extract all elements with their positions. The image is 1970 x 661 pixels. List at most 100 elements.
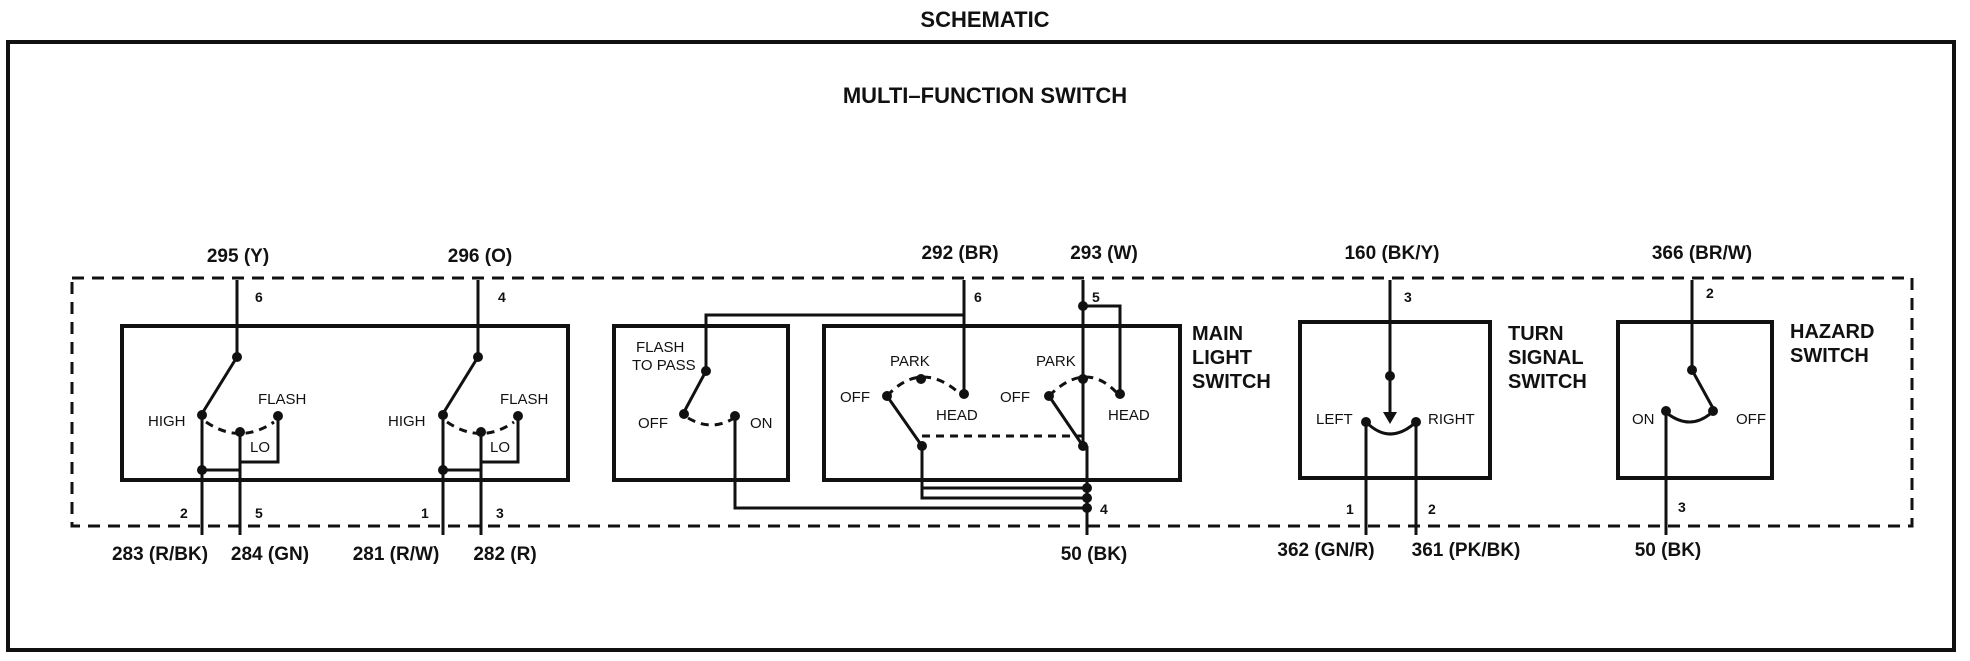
wire-flash-to-pass-feed xyxy=(704,313,964,371)
splice-dot xyxy=(1082,483,1092,493)
turn-signal-title-2: SIGNAL xyxy=(1508,347,1584,369)
switch-arc xyxy=(687,416,735,427)
pin-6b: 6 xyxy=(974,289,982,305)
main-light-switch: MAIN LIGHT SWITCH 292 (BR) 293 (W) 6 5 P… xyxy=(822,243,1271,565)
switch-arc xyxy=(446,420,515,435)
switch-arc xyxy=(205,420,275,435)
pin-2c: 2 xyxy=(1428,501,1436,517)
splice-dot xyxy=(1078,301,1088,311)
turn-signal-box xyxy=(1298,320,1492,480)
wire-label-283: 283 (R/BK) xyxy=(112,544,208,565)
label-park-1: PARK xyxy=(890,353,930,370)
wire-293 xyxy=(1081,280,1122,394)
switch-blade xyxy=(682,370,708,413)
main-light-title-3: SWITCH xyxy=(1192,371,1271,393)
switch-blade xyxy=(442,356,480,413)
wire-on-to-ground xyxy=(733,416,1087,510)
switch-arc xyxy=(885,375,959,398)
pin-1c: 1 xyxy=(1346,501,1354,517)
turn-signal-switch: TURN SIGNAL SWITCH 160 (BK/Y) 3 LEFT RIG… xyxy=(1277,243,1586,561)
pin-2a: 2 xyxy=(180,505,188,521)
diagram-title: SCHEMATIC xyxy=(920,7,1049,32)
pin-4b: 4 xyxy=(1100,501,1108,517)
switch-blade xyxy=(1047,395,1085,447)
label-flash-right: FLASH xyxy=(500,391,548,408)
main-light-box xyxy=(822,324,1182,482)
label-left: LEFT xyxy=(1316,411,1353,428)
pin-3d: 3 xyxy=(1678,499,1686,515)
terminal-off xyxy=(1708,406,1718,416)
label-flash-to-pass-2: TO PASS xyxy=(632,357,696,374)
wire-label-282: 282 (R) xyxy=(473,544,536,565)
splice-dot xyxy=(438,465,448,475)
label-lo-right: LO xyxy=(490,439,510,456)
terminal-head-2 xyxy=(1115,389,1125,399)
terminal-off xyxy=(679,409,689,419)
hazard-box xyxy=(1616,320,1774,480)
wire-label-292: 292 (BR) xyxy=(921,243,998,264)
outer-frame xyxy=(6,40,1956,652)
wire-label-296: 296 (O) xyxy=(448,246,512,267)
pin-3c: 3 xyxy=(1404,289,1412,305)
main-light-title-2: LIGHT xyxy=(1192,347,1252,369)
wire-label-281: 281 (R/W) xyxy=(353,544,440,565)
wire-label-295: 295 (Y) xyxy=(207,246,269,267)
flash-to-pass-box xyxy=(612,324,790,482)
label-lo-left: LO xyxy=(250,439,270,456)
flash-to-pass-switch: FLASH TO PASS OFF ON xyxy=(612,313,1087,510)
switch-arc xyxy=(1667,412,1711,424)
label-high-left: HIGH xyxy=(148,413,186,430)
label-hazard-off: OFF xyxy=(1736,411,1766,428)
label-flash-left: FLASH xyxy=(258,391,306,408)
splice-dot xyxy=(197,465,207,475)
hazard-switch: HAZARD SWITCH 366 (BR/W) 2 OFF ON 3 50 (… xyxy=(1616,243,1874,561)
dimmer-switch-right: 296 (O) 4 HIGH FLASH LO 1 3 281 (R/W) 28… xyxy=(353,246,549,565)
switch-blade xyxy=(1690,369,1716,411)
wire-label-160: 160 (BK/Y) xyxy=(1344,243,1439,264)
turn-signal-title-1: TURN xyxy=(1508,323,1564,345)
pin-5a: 5 xyxy=(255,505,263,521)
main-light-title-1: MAIN xyxy=(1192,323,1243,345)
label-flash-to-pass-1: FLASH xyxy=(636,339,684,356)
switch-arc xyxy=(1364,420,1418,436)
wire-label-361: 361 (PK/BK) xyxy=(1412,540,1521,561)
splice-dot xyxy=(1082,493,1092,503)
dimmer-left-box xyxy=(120,324,570,482)
ground-bus-2 xyxy=(920,470,1087,500)
arrow-head xyxy=(1383,412,1397,424)
label-off: OFF xyxy=(638,415,668,432)
switch-blade xyxy=(201,356,239,413)
terminal-head-1 xyxy=(959,389,969,399)
splice-dot xyxy=(1082,503,1092,513)
label-head-2: HEAD xyxy=(1108,407,1150,424)
switch-blade xyxy=(885,395,924,447)
pin-1a: 1 xyxy=(421,505,429,521)
label-off-1: OFF xyxy=(840,389,870,406)
label-right: RIGHT xyxy=(1428,411,1475,428)
pin-2d: 2 xyxy=(1706,285,1714,301)
wire-label-362: 362 (GN/R) xyxy=(1277,540,1374,561)
wire-label-366: 366 (BR/W) xyxy=(1652,243,1752,264)
pin-5b: 5 xyxy=(1092,289,1100,305)
label-on: ON xyxy=(750,415,773,432)
label-off-2: OFF xyxy=(1000,389,1030,406)
wire-label-50a: 50 (BK) xyxy=(1061,544,1128,565)
label-head-1: HEAD xyxy=(936,407,978,424)
switch-enclosure xyxy=(70,276,1914,528)
diagram-subtitle: MULTI–FUNCTION SWITCH xyxy=(843,83,1127,108)
wire-label-50b: 50 (BK) xyxy=(1635,540,1702,561)
hazard-title-1: HAZARD xyxy=(1790,321,1874,343)
pin-3a: 3 xyxy=(496,505,504,521)
hazard-title-2: SWITCH xyxy=(1790,345,1869,367)
pin-6a: 6 xyxy=(255,289,263,305)
label-hazard-on: ON xyxy=(1632,411,1655,428)
wire-label-284: 284 (GN) xyxy=(231,544,309,565)
dimmer-switch-left: 295 (Y) 6 HIGH FLASH LO 2 5 283 (R/BK) 2… xyxy=(112,246,570,565)
turn-signal-title-3: SWITCH xyxy=(1508,371,1587,393)
label-park-2: PARK xyxy=(1036,353,1076,370)
pin-4a: 4 xyxy=(498,289,506,305)
label-high-right: HIGH xyxy=(388,413,426,430)
wire-label-293: 293 (W) xyxy=(1070,243,1138,264)
